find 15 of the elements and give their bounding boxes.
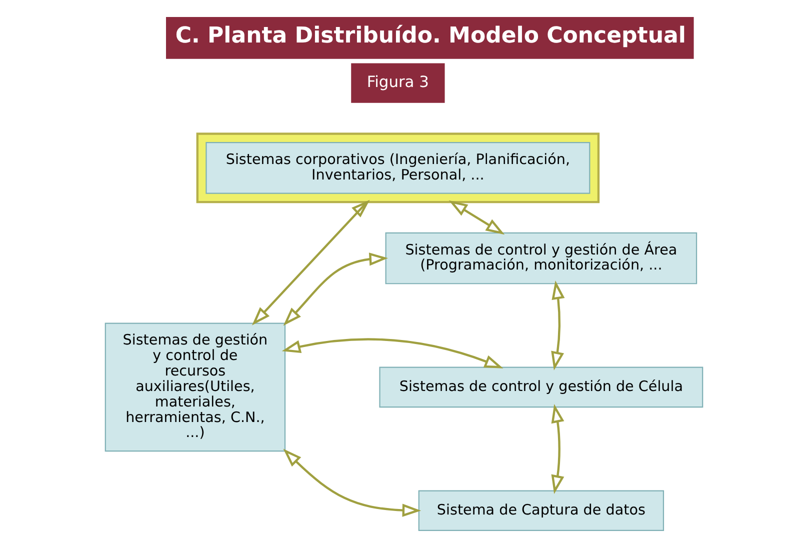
arrow	[448, 200, 505, 235]
diagram-title: C. Planta Distribuído. Modelo Conceptual	[175, 23, 686, 48]
arrow	[283, 448, 422, 517]
cluster	[196, 132, 600, 204]
arrow	[282, 338, 504, 368]
node-box: Sistema de Captura de datos	[418, 490, 664, 531]
label: Figura 3	[366, 73, 429, 92]
node-box: Sistemas de control y gestión de Célula	[379, 366, 704, 408]
arrow	[551, 404, 564, 494]
node-box: Sistemas de gestión y control de recursos auxiliares(Utiles, materiales, herramientas, C.N., ...)	[104, 322, 286, 452]
node-box: Sistemas de control y gestión de Área (Programación, monitorización, ...	[385, 232, 698, 284]
arrow	[252, 200, 370, 326]
node-box: Sistemas corporativos (Ingeniería, Planificación, Inventarios, Personal, ...	[206, 142, 590, 194]
arrow	[283, 252, 388, 326]
arrow	[551, 280, 565, 370]
